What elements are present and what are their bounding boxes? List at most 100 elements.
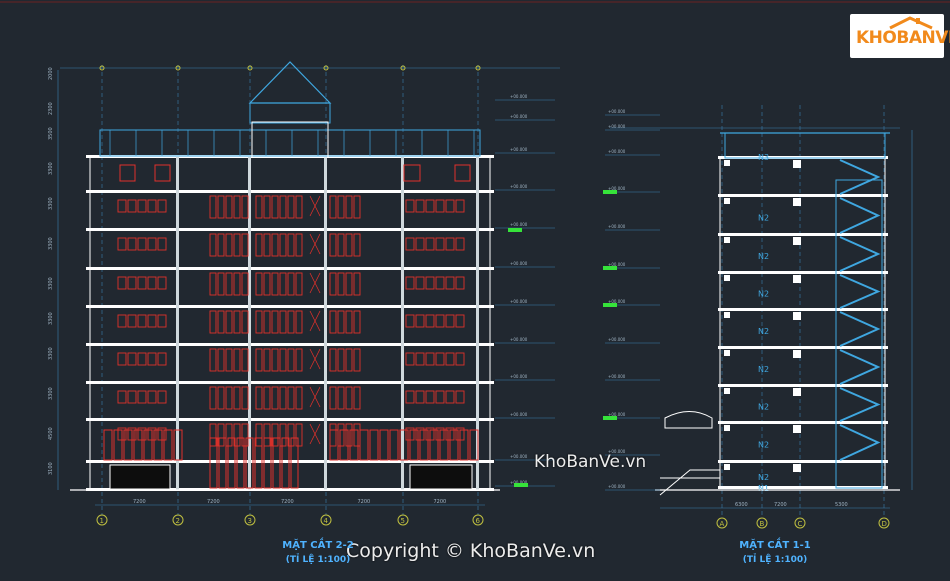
column <box>324 157 327 490</box>
beam-section <box>793 312 801 320</box>
floor-slab <box>86 190 494 193</box>
floor-slab-r <box>718 308 888 311</box>
door <box>353 195 361 219</box>
window <box>147 276 157 290</box>
ground-window <box>369 429 379 461</box>
ground-door <box>245 437 254 489</box>
stair-flight <box>839 387 881 422</box>
floor-slab <box>86 267 494 270</box>
window <box>455 199 465 213</box>
watermark-center: KhoBanVe.vn <box>534 452 647 472</box>
door <box>233 195 241 219</box>
door <box>329 272 337 296</box>
door <box>279 272 287 296</box>
door <box>225 272 233 296</box>
axis-label-r: B <box>760 520 765 528</box>
beam-section <box>724 464 730 470</box>
door <box>345 386 353 410</box>
door <box>329 310 337 334</box>
window <box>445 390 455 404</box>
window <box>455 390 465 404</box>
door <box>255 272 263 296</box>
axis-label-r: C <box>798 520 803 528</box>
ground-window <box>419 429 429 461</box>
door <box>263 423 271 447</box>
window <box>117 276 127 290</box>
door <box>345 348 353 372</box>
axis-label: 6 <box>476 517 481 525</box>
ground-window <box>163 429 173 461</box>
door <box>233 233 241 257</box>
elevation-value: +00.000 <box>510 94 528 99</box>
stair-flight <box>839 159 881 195</box>
door <box>295 195 303 219</box>
door <box>233 310 241 334</box>
window <box>157 276 167 290</box>
axis-bubble-r <box>794 517 806 529</box>
window <box>157 352 167 366</box>
beam-section <box>724 312 730 318</box>
section-1-1-title: MẶT CẮT 1-1 <box>739 540 811 551</box>
window <box>147 199 157 213</box>
column <box>401 157 404 490</box>
floor-label: N2 <box>758 441 769 450</box>
window <box>154 164 171 182</box>
door <box>263 233 271 257</box>
window <box>137 276 147 290</box>
door <box>345 423 353 447</box>
door <box>217 423 225 447</box>
left-dim-label: 3300 <box>48 162 54 175</box>
elevation-value: +00.000 <box>510 412 528 417</box>
elevation-value: +00.000 <box>510 299 528 304</box>
window <box>127 390 137 404</box>
door <box>209 310 217 334</box>
window <box>137 237 147 251</box>
door <box>271 348 279 372</box>
stair-door <box>309 386 321 408</box>
beam-section <box>793 198 801 206</box>
door <box>279 310 287 334</box>
beam-section <box>793 425 801 433</box>
window <box>137 390 147 404</box>
door <box>271 423 279 447</box>
elevation-value: +00.000 <box>510 261 528 266</box>
level-marker <box>514 483 528 487</box>
door <box>233 348 241 372</box>
ground-door <box>263 437 272 489</box>
ground-door <box>218 437 227 489</box>
window <box>147 314 157 328</box>
floor-label: N2 <box>758 473 769 482</box>
section-2-2-scale: (TỈ LỆ 1:100) <box>285 555 351 565</box>
window <box>415 199 425 213</box>
elevation-value-r: +00.000 <box>608 374 626 379</box>
door <box>225 195 233 219</box>
roof-parapet <box>99 129 481 157</box>
left-dim-label: 3300 <box>48 237 54 250</box>
stair-door <box>309 423 321 445</box>
floor-label: N2 <box>758 365 769 374</box>
floor-slab <box>86 418 494 421</box>
roof-tower-base <box>249 102 331 124</box>
floor-slab-r <box>718 384 888 387</box>
window <box>445 352 455 366</box>
door <box>225 423 233 447</box>
door <box>295 233 303 257</box>
ground-window <box>399 429 409 461</box>
door <box>279 386 287 410</box>
door <box>209 348 217 372</box>
elevation-value: +00.000 <box>510 114 528 119</box>
ground-window <box>103 429 113 461</box>
axis-bubble <box>472 514 484 526</box>
window <box>415 390 425 404</box>
floor-slab <box>86 381 494 384</box>
stair-door <box>309 348 321 370</box>
door <box>271 233 279 257</box>
window <box>127 237 137 251</box>
axis-label-r: A <box>720 520 725 528</box>
window <box>137 314 147 328</box>
door <box>329 195 337 219</box>
ground-window <box>349 429 359 461</box>
left-dim-label: 2300 <box>48 102 54 115</box>
ground-window <box>123 429 133 461</box>
left-dim-label: 3300 <box>48 312 54 325</box>
